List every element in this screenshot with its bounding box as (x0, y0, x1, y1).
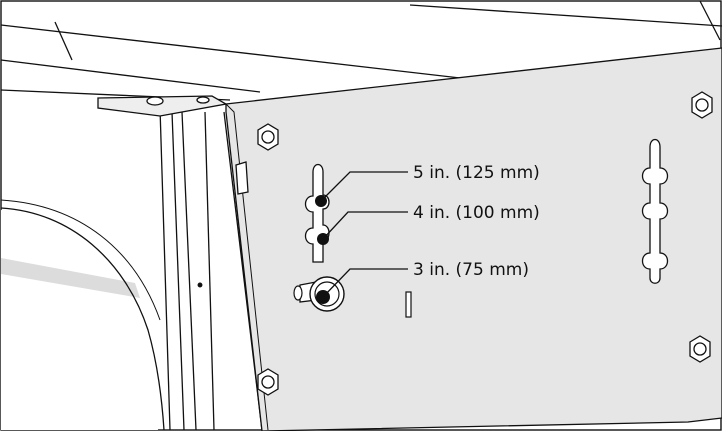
side-panel (225, 47, 722, 431)
leader-4in (322, 211, 408, 240)
bolt-upper-right (691, 91, 713, 119)
left-curved-panel (0, 199, 165, 431)
bolt-lower-left (257, 368, 279, 396)
leader-3in (322, 268, 408, 298)
small-slot (405, 291, 412, 318)
top-bracket (97, 95, 228, 117)
callout-4in: 4 in. (100 mm) (413, 203, 540, 223)
leader-lines (320, 171, 408, 298)
mounting-bolt-assembly (293, 276, 345, 312)
leader-5in (320, 171, 408, 202)
floor-band (1, 258, 140, 298)
bolt-post-side (235, 161, 249, 195)
keyhole-slot-right (641, 138, 669, 284)
bolt-upper-left (257, 123, 279, 151)
bolt-heads (235, 91, 713, 396)
callout-3in: 3 in. (75 mm) (413, 260, 529, 280)
bolt-mid-right (689, 335, 711, 363)
callout-5in: 5 in. (125 mm) (413, 163, 540, 183)
